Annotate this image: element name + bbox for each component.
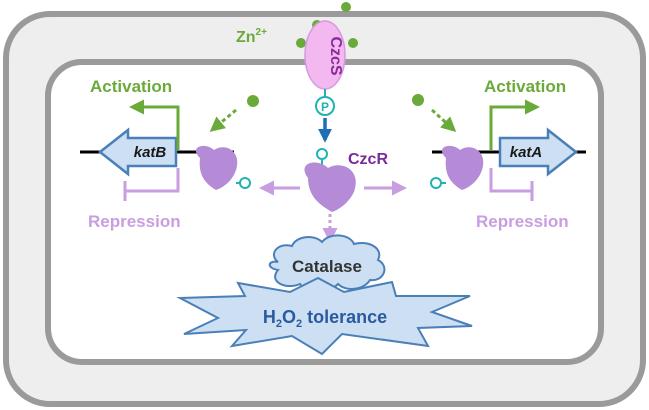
right-activation-arrow — [489, 99, 540, 150]
catalase-cloud — [268, 234, 386, 293]
phospho-icon — [315, 96, 335, 116]
catalase-label: Catalase — [292, 257, 362, 276]
left-activation-arrow — [129, 99, 180, 150]
katb-gene-label: katB — [134, 144, 167, 161]
katb-gene-arrow[interactable] — [97, 127, 178, 177]
left-repression-label: Repression — [88, 212, 181, 231]
czcs-label: CzcS — [327, 36, 344, 75]
kata-gene-arrow[interactable] — [498, 127, 579, 177]
zinc-label: Zn2+ — [236, 27, 267, 46]
right-repression-label: Repression — [476, 212, 569, 231]
h2o2-tolerance-label: H2O2 tolerance — [263, 307, 387, 330]
right-activation-label: Activation — [484, 77, 566, 96]
right-zinc-arrow — [430, 108, 457, 133]
left-czcr-phospho-icon — [239, 177, 251, 189]
right-czcr-phospho-icon — [430, 177, 442, 189]
zinc-ion-dot — [341, 2, 351, 12]
left-activation-label: Activation — [90, 77, 172, 96]
czcr-label: CzcR — [348, 151, 388, 168]
right-czcr-protein — [441, 145, 484, 190]
czcr-protein — [304, 162, 356, 212]
zinc-ion-dot — [296, 38, 306, 48]
h2o2-tolerance-burst — [176, 276, 473, 356]
kata-gene-label: katA — [510, 144, 543, 161]
zinc-ion-dot — [348, 38, 358, 48]
right-repression-bar — [489, 168, 532, 193]
zinc-ion-dot — [412, 94, 424, 106]
left-repression-bar — [125, 168, 180, 193]
left-czcr-protein — [195, 145, 238, 190]
left-zinc-arrow — [209, 108, 237, 132]
czcr-phospho-icon — [316, 148, 328, 160]
phospho-label: P — [321, 100, 329, 114]
zinc-ion-dot — [247, 95, 259, 107]
